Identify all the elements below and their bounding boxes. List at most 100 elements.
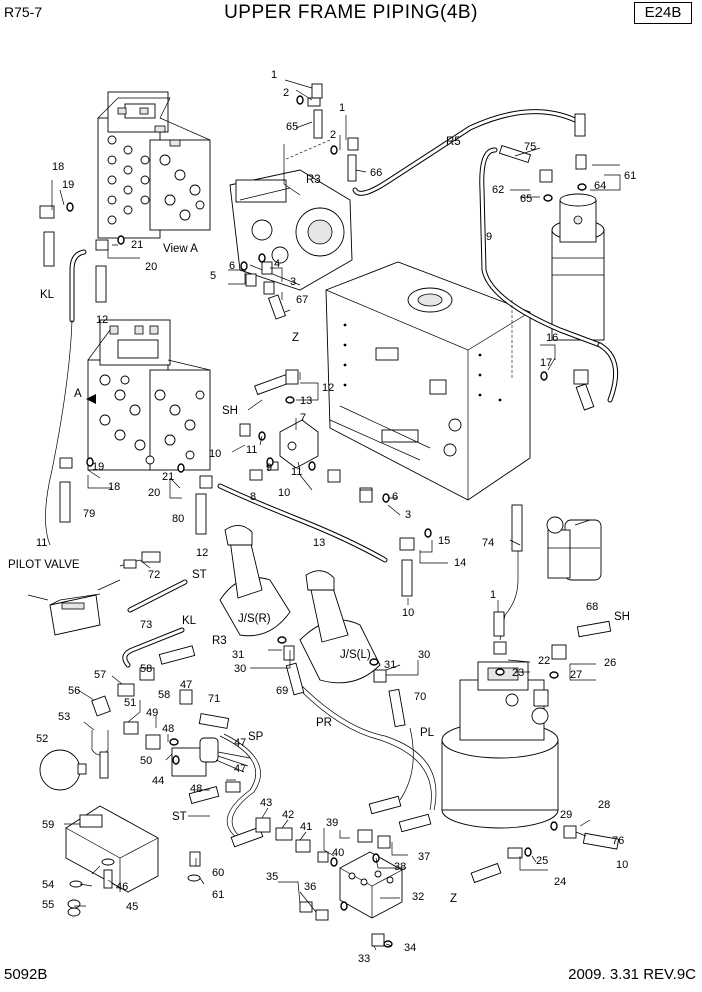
callout-2: 2 — [330, 129, 336, 141]
hose-sp — [219, 733, 261, 841]
callout-14: 14 — [454, 557, 466, 569]
callout-76: 75 — [524, 141, 536, 153]
callout-17: 17 — [540, 357, 552, 369]
callout-13: 13 — [313, 537, 325, 549]
hose-74 — [122, 627, 185, 668]
callout-65: 64 — [594, 180, 606, 192]
callout-61: 61 — [212, 889, 224, 901]
callout-56: 56 — [68, 685, 80, 697]
pilot-block — [279, 419, 319, 469]
callout-32: 32 — [412, 891, 424, 903]
dashed-guides — [283, 139, 513, 380]
callout-7: 7 — [300, 412, 306, 424]
callout-43: 43 — [260, 797, 272, 809]
view-arrow-icon — [86, 394, 96, 404]
model-label: R75-7 — [4, 4, 43, 20]
manifold-block — [339, 851, 403, 919]
view-a-label: View A — [163, 243, 198, 255]
callout-35: 35 — [266, 871, 278, 883]
hydraulic-pump — [229, 169, 353, 291]
joystick-right — [219, 525, 291, 637]
callout-71: 70 — [414, 691, 426, 703]
hose-kl — [69, 249, 87, 323]
sheet-code-box: E24B — [634, 2, 692, 24]
hose-9-tail — [597, 342, 619, 403]
diagram-labels: View A A PILOT VALVE J/S(R) J/S(L) R5 R3… — [8, 136, 630, 905]
callout-66: 65 — [286, 121, 298, 133]
callout-44: 44 — [152, 775, 164, 787]
mounting-bracket — [65, 805, 159, 893]
callout-59: 59 — [42, 819, 54, 831]
port-r5-label: R5 — [446, 136, 461, 148]
callout-1: 1 — [271, 69, 277, 81]
hose-75 — [499, 550, 519, 641]
part-callouts: 1 2 1 2 65 66 75 62 65 64 61 9 18 19 21 … — [36, 69, 636, 965]
revision-date: 2009. 3.31 REV.9C — [568, 966, 696, 983]
callout-75: 74 — [482, 537, 494, 549]
port-kl-label: KL — [182, 615, 197, 627]
callout-2: 2 — [283, 87, 289, 99]
port-kl-left-label: KL — [40, 289, 55, 301]
callout-10: 10 — [402, 607, 414, 619]
callout-30: 30 — [234, 663, 246, 675]
joystick-left — [299, 570, 381, 684]
callout-37: 37 — [418, 851, 430, 863]
callout-48: 48 — [162, 723, 174, 735]
line-filter — [546, 516, 602, 581]
callout-3: 3 — [290, 276, 296, 288]
hose-73 — [127, 579, 188, 613]
callout-18: 18 — [108, 481, 120, 493]
port-sh-right-label: SH — [614, 611, 630, 623]
a-arrow-label: A — [74, 388, 82, 400]
callout-16: 16 — [546, 332, 558, 344]
callout-38: 38 — [394, 861, 406, 873]
callout-36: 36 — [304, 881, 316, 893]
callout-25: 25 — [536, 855, 548, 867]
callout-64: 61 — [624, 170, 636, 182]
port-z-bottom-label: Z — [450, 893, 457, 905]
callout-55: 55 — [42, 899, 54, 911]
port-pl-label: PL — [420, 727, 435, 739]
port-r3-label: R3 — [212, 635, 227, 647]
callout-1: 1 — [339, 102, 345, 114]
callout-20: 20 — [148, 487, 160, 499]
callout-23: 23 — [512, 667, 524, 679]
hose-pl — [399, 727, 414, 801]
callout-5: 5 — [210, 270, 216, 282]
callout-52: 52 — [36, 733, 48, 745]
callout-69: 68 — [586, 601, 598, 613]
callout-74: 73 — [140, 619, 152, 631]
callout-45: 45 — [126, 901, 138, 913]
callout-33: 33 — [358, 953, 370, 965]
pressure-accumulator — [551, 193, 605, 341]
pilot-valve-label: PILOT VALVE — [8, 559, 80, 571]
callout-12: 12 — [196, 547, 208, 559]
callout-26: 26 — [604, 657, 616, 669]
leader-lines — [51, 79, 621, 951]
fittings — [39, 83, 620, 947]
callout-22: 22 — [538, 655, 550, 667]
callout-66: 65 — [520, 193, 532, 205]
callout-70: 69 — [276, 685, 288, 697]
callout-10: 10 — [616, 859, 628, 871]
callout-20: 20 — [145, 261, 157, 273]
callout-62: 62 — [492, 184, 504, 196]
callout-11: 11 — [291, 466, 302, 478]
port-sh-left-label: SH — [222, 405, 238, 417]
callout-6: 6 — [392, 491, 398, 503]
hose-pr — [299, 685, 437, 811]
callout-19: 19 — [92, 461, 104, 473]
hose-13 — [217, 483, 388, 563]
callout-48: 48 — [190, 783, 202, 795]
callout-8: 8 — [250, 491, 256, 503]
callout-54: 54 — [42, 879, 54, 891]
hose-kl-long — [45, 319, 73, 546]
hydraulic-tank — [325, 261, 531, 501]
callout-50: 50 — [140, 755, 152, 767]
callout-41: 41 — [300, 821, 312, 833]
callout-19: 19 — [62, 179, 74, 191]
main-control-valve-top — [97, 91, 211, 239]
pilot-valve — [27, 551, 161, 636]
callout-18: 18 — [52, 161, 64, 173]
